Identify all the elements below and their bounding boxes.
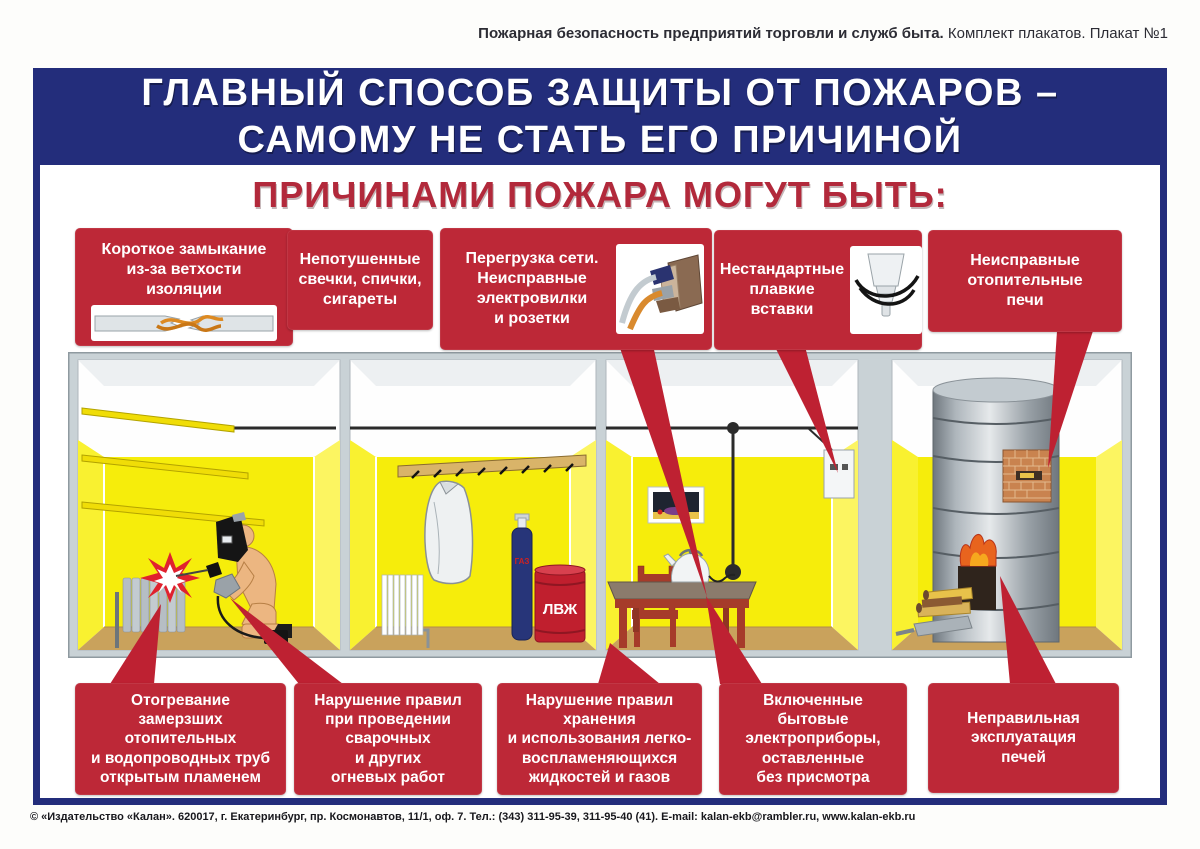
cause-box-thawing-pipes: Отогревание замерзших отопительных и вод… <box>75 683 286 795</box>
cause-box-fuses: Нестандартные плавкие вставки <box>714 230 923 350</box>
flammable-barrel: ЛВЖ <box>534 564 586 643</box>
spark-icon <box>140 552 200 603</box>
cause-label: Нестандартные плавкие вставки <box>719 261 845 318</box>
page-header: Пожарная безопасность предприятий торгов… <box>478 25 1168 42</box>
publisher-imprint: © «Издательство «Калан». 620017, г. Екат… <box>30 811 916 823</box>
room-furnace <box>891 359 1123 651</box>
logs <box>916 586 974 618</box>
fuse-icon <box>850 246 923 334</box>
wall-radiator <box>381 574 430 648</box>
cause-label: Неправильная эксплуатация печей <box>967 710 1080 766</box>
cause-box-overload: Перегрузка сети. Неисправные электровилк… <box>440 228 712 350</box>
cause-box-welding: Нарушение правил при проведении сварочны… <box>294 683 482 795</box>
title-banner: ГЛАВНЫЙ СПОСОБ ЗАЩИТЫ ОТ ПОЖАРОВ – САМОМ… <box>33 68 1167 165</box>
room-storage: ГАЗ ЛВЖ <box>349 359 597 651</box>
cause-label: Отогревание замерзших отопительных и вод… <box>90 691 271 786</box>
damaged-wire-icon <box>91 305 277 342</box>
cause-label: Неисправные отопительные печи <box>967 252 1083 309</box>
cause-box-stoves-misuse: Неправильная эксплуатация печей <box>928 683 1119 793</box>
hanging-coat <box>424 480 474 585</box>
shelves <box>81 407 265 527</box>
series-title: Пожарная безопасность предприятий торгов… <box>478 25 944 42</box>
cause-label: Перегрузка сети. Неисправные электровилк… <box>465 250 599 327</box>
cause-box-appliances: Включенные бытовые электроприборы, остав… <box>719 683 907 795</box>
room-kitchen <box>605 359 859 651</box>
hanging-socket-icon <box>725 564 741 580</box>
coat-rack <box>397 454 587 479</box>
rooms-illustration: ГАЗ ЛВЖ <box>68 352 1132 658</box>
cause-label: Непотушенные свечки, спички, сигареты <box>298 251 422 308</box>
barrel-label: ЛВЖ <box>543 601 578 618</box>
ash-shovel <box>895 615 973 637</box>
poster-number: Комплект плакатов. Плакат №1 <box>943 25 1168 42</box>
picture-frame <box>647 486 705 524</box>
gas-label: ГАЗ <box>515 557 530 566</box>
cause-label: Нарушение правил хранения и использовани… <box>507 691 692 786</box>
cause-box-short-circuit: Короткое замыкание из-за ветхости изоляц… <box>75 228 293 346</box>
plugs-socket-icon <box>616 244 704 334</box>
cause-box-candles: Непотушенные свечки, спички, сигареты <box>287 230 433 330</box>
brick-patch <box>1002 449 1052 503</box>
cause-box-stoves-faulty: Неисправные отопительные печи <box>928 230 1122 332</box>
firebox-flames <box>959 534 997 567</box>
banner-title: ГЛАВНЫЙ СПОСОБ ЗАЩИТЫ ОТ ПОЖАРОВ – САМОМ… <box>141 72 1059 161</box>
kettle-cord <box>708 573 736 583</box>
furnace <box>895 377 1060 643</box>
gas-cylinder: ГАЗ <box>511 513 533 641</box>
cause-label: Короткое замыкание из-за ветхости изоляц… <box>101 241 267 298</box>
cause-label: Нарушение правил при проведении сварочны… <box>314 691 462 786</box>
cause-label: Включенные бытовые электроприборы, остав… <box>745 691 881 786</box>
room-welding <box>77 359 341 651</box>
cause-box-flammable-liquids: Нарушение правил хранения и использовани… <box>497 683 702 795</box>
fuse-panel <box>823 449 855 499</box>
section-heading: ПРИЧИНАМИ ПОЖАРА МОГУТ БЫТЬ: <box>252 174 948 215</box>
